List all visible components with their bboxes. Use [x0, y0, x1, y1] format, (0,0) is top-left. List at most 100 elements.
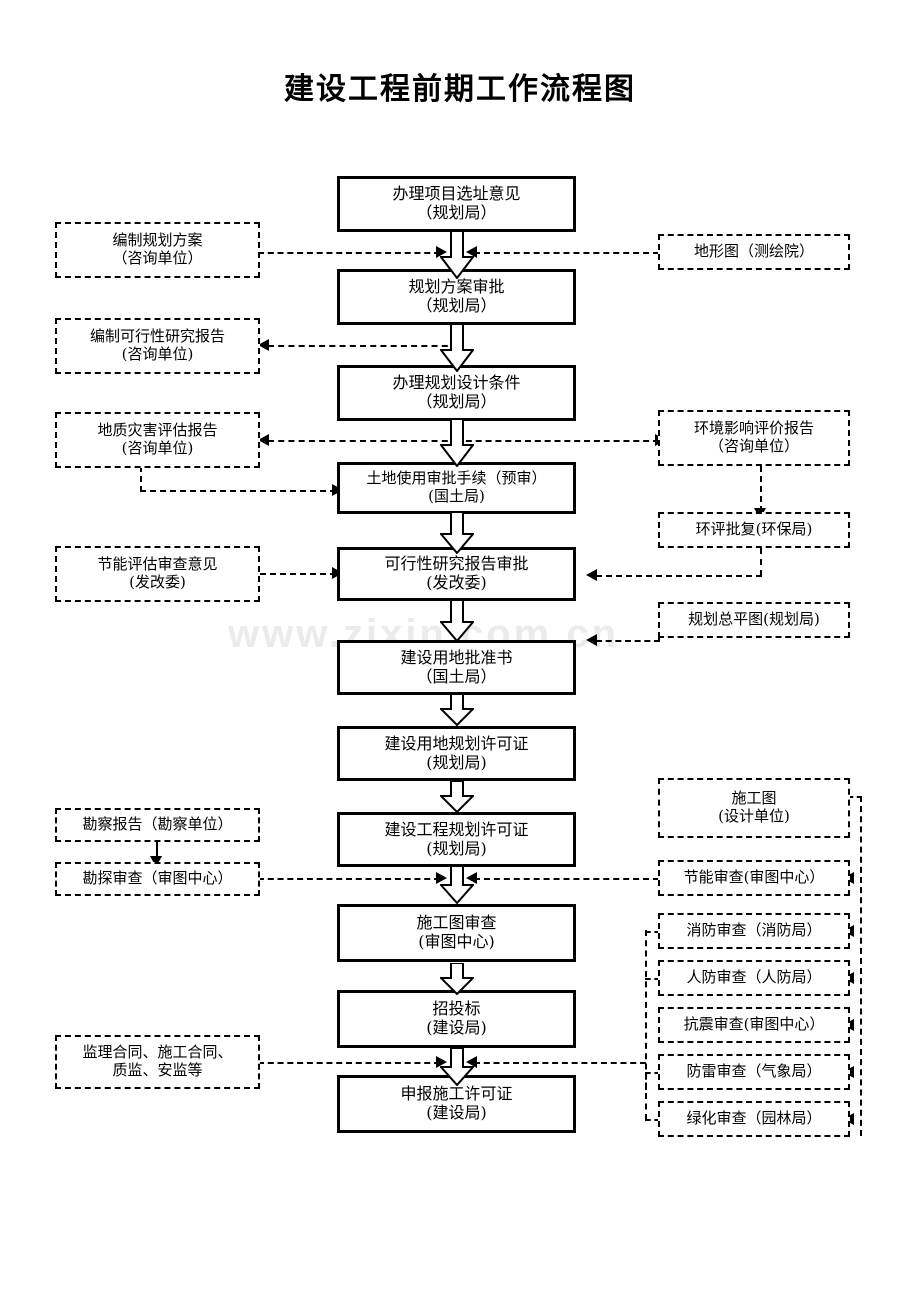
node-line-2: （咨询单位）	[112, 249, 203, 267]
side-node-contracts[interactable]: 监理合同、施工合同、 质监、安监等	[55, 1035, 260, 1089]
side-node-civil-air-review[interactable]: 人防审查（人防局）	[658, 960, 850, 996]
block-arrow-3	[440, 419, 474, 467]
page-title: 建设工程前期工作流程图	[284, 72, 636, 107]
block-arrow-8	[440, 866, 474, 904]
side-node-greening-review[interactable]: 绿化审查（园林局）	[658, 1101, 850, 1137]
flow-node-feasibility-approval[interactable]: 可行性研究报告审批 (发改委)	[337, 547, 576, 601]
side-node-site-plan[interactable]: 规划总平图(规划局)	[658, 602, 850, 638]
node-line-1: 土地使用审批手续（预审）	[366, 469, 547, 488]
connector-energy-assessment-to-flow	[260, 573, 336, 575]
node-line-1: 抗震审查(审图中心）	[683, 1015, 825, 1034]
side-node-fire-review[interactable]: 消防审查（消防局）	[658, 913, 850, 949]
node-line-1: 建设用地规划许可证	[384, 733, 529, 753]
node-line-1: 勘探审查（审图中心）	[82, 869, 233, 888]
block-arrow-2	[440, 324, 474, 372]
node-line-1: 施工图审查	[416, 913, 497, 933]
block-arrow-6	[440, 694, 474, 726]
node-line-1: 办理项目选址意见	[392, 184, 521, 204]
arrowhead-left	[258, 339, 269, 351]
side-node-survey-review[interactable]: 勘探审查（审图中心）	[55, 862, 260, 896]
node-line-1: 监理合同、施工合同、	[82, 1043, 233, 1062]
block-arrow-5	[440, 600, 474, 642]
arrowhead-right	[436, 246, 447, 258]
side-node-energy-review[interactable]: 节能审查(审图中心）	[658, 860, 850, 896]
flow-node-drawing-review[interactable]: 施工图审查 (审图中心)	[337, 904, 576, 962]
flow-node-project-planning-permit[interactable]: 建设工程规划许可证 (规划局)	[337, 812, 576, 867]
side-node-geo-hazard-report[interactable]: 地质灾害评估报告 (咨询单位)	[55, 412, 260, 468]
node-line-2: （规划局）	[416, 203, 497, 222]
side-node-seismic-review[interactable]: 抗震审查(审图中心）	[658, 1007, 850, 1043]
connector-eia-reply-elbow-vertical	[760, 548, 762, 576]
connector-rail-stub-fire	[645, 931, 660, 933]
node-line-1: 规划总平图(规划局)	[688, 610, 820, 629]
arrowhead-left	[466, 872, 477, 884]
side-node-eia-reply[interactable]: 环评批复(环保局)	[658, 512, 850, 548]
flow-node-design-conditions[interactable]: 办理规划设计条件 （规划局）	[337, 365, 576, 421]
connector-eia-reply-to-feasibility	[596, 575, 762, 577]
node-line-2: (发改委)	[129, 573, 186, 591]
node-line-2: (规划局)	[426, 838, 487, 858]
connector-topomap-to-flow	[474, 252, 659, 254]
node-line-1: 节能评估审查意见	[97, 555, 218, 574]
flow-node-site-selection[interactable]: 办理项目选址意见 （规划局）	[337, 176, 576, 232]
flow-node-land-planning-permit[interactable]: 建设用地规划许可证 (规划局)	[337, 726, 576, 781]
node-line-1: 绿化审查（园林局）	[686, 1109, 822, 1128]
node-line-2: （规划局）	[416, 392, 497, 411]
node-line-1: 环评批复(环保局)	[695, 520, 813, 539]
connector-dwg-to-trunk	[848, 796, 862, 798]
node-line-2: （规划局）	[416, 296, 497, 315]
node-line-2: (咨询单位)	[121, 345, 194, 363]
node-line-1: 勘察报告（勘察单位）	[82, 815, 233, 834]
node-line-2: (咨询单位)	[121, 439, 194, 457]
side-node-eia-report[interactable]: 环境影响评价报告 （咨询单位）	[658, 410, 850, 466]
connector-flow-to-eia	[456, 440, 659, 442]
node-line-1: 人防审查（人防局）	[686, 968, 822, 987]
connector-planning-scheme-to-flow	[258, 252, 440, 254]
node-line-1: 招投标	[432, 999, 481, 1019]
connector-flow-to-geohazard	[268, 440, 458, 442]
arrowhead-left	[586, 569, 597, 581]
connector-geohazard-to-landuse	[140, 490, 336, 492]
block-arrow-10	[440, 1048, 474, 1086]
flow-node-land-approval-cert[interactable]: 建设用地批准书 （国土局）	[337, 640, 576, 695]
connector-reviews-to-flow	[474, 878, 659, 880]
side-node-planning-scheme[interactable]: 编制规划方案 （咨询单位）	[55, 222, 260, 278]
node-line-2: (规划局)	[426, 752, 487, 772]
side-node-survey-report[interactable]: 勘察报告（勘察单位）	[55, 808, 260, 842]
side-node-topographic-map[interactable]: 地形图（测绘院）	[658, 234, 850, 270]
connector-flow-to-feasibility-report	[268, 345, 458, 347]
connector-rail-stub-lightning	[645, 1072, 660, 1074]
node-line-1: 防雷审查（气象局）	[686, 1062, 822, 1081]
node-line-2: (发改委)	[426, 573, 487, 592]
node-line-2: （咨询单位）	[708, 437, 799, 455]
connector-rail-tail	[645, 1072, 647, 1120]
node-line-1: 环境影响评价报告	[693, 419, 814, 438]
connector-rightgroup-to-flow	[474, 1062, 646, 1064]
connector-survey-review-to-flow	[258, 878, 440, 880]
side-node-lightning-review[interactable]: 防雷审查（气象局）	[658, 1054, 850, 1090]
connector-construction-dwg-trunk	[860, 796, 862, 1136]
node-line-1: 申报施工许可证	[400, 1084, 513, 1104]
arrowhead-left	[466, 1056, 477, 1068]
side-node-feasibility-report[interactable]: 编制可行性研究报告 (咨询单位)	[55, 318, 260, 374]
connector-reviews-inner-rail	[645, 930, 647, 1090]
node-line-1: 消防审查（消防局）	[686, 921, 822, 940]
block-arrow-4	[440, 512, 474, 554]
side-node-construction-dwg[interactable]: 施工图 (设计单位)	[658, 778, 850, 838]
node-line-1: 编制可行性研究报告	[89, 327, 225, 346]
arrowhead-down	[150, 856, 162, 867]
arrowhead-left	[586, 634, 597, 646]
connector-eia-to-reply	[760, 466, 762, 512]
side-node-energy-assessment[interactable]: 节能评估审查意见 (发改委)	[55, 546, 260, 602]
arrowhead-left	[466, 246, 477, 258]
node-line-2: (审图中心)	[418, 932, 495, 951]
node-line-2: (建设局)	[426, 1018, 487, 1037]
flow-node-land-use-approval[interactable]: 土地使用审批手续（预审） (国土局)	[337, 462, 576, 514]
node-line-1: 地形图（测绘院）	[693, 242, 814, 261]
node-line-2: (国土局)	[428, 487, 485, 505]
flow-node-bidding[interactable]: 招投标 (建设局)	[337, 990, 576, 1048]
node-line-1: 编制规划方案	[112, 231, 203, 250]
node-line-2: (建设局)	[426, 1103, 487, 1122]
node-line-2: （国土局）	[416, 666, 497, 686]
